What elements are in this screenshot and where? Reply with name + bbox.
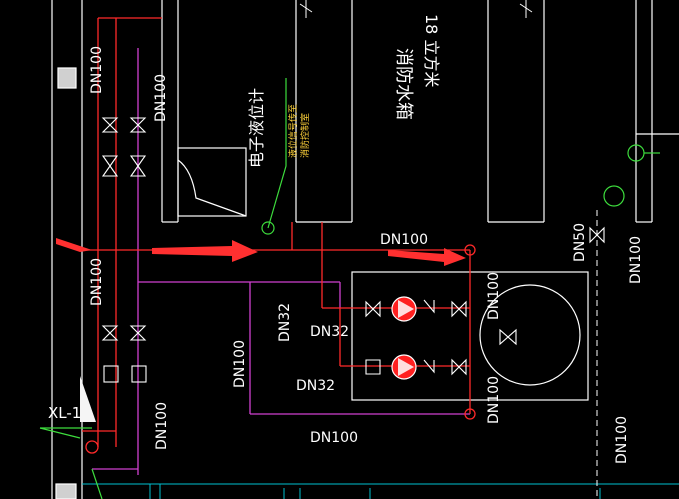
- gate-valve-icon: [451, 358, 467, 376]
- floor-grid: [82, 483, 679, 499]
- check-valve-icon: [101, 155, 119, 177]
- valves: [101, 117, 605, 383]
- pipe-label: DN100: [628, 236, 644, 284]
- building-structure: [51, 0, 679, 499]
- pipe-label: DN100: [486, 272, 502, 320]
- column-marker-top: [57, 67, 77, 89]
- pipe-label: DN100: [614, 416, 630, 464]
- gate-valve-icon: [129, 117, 147, 133]
- pipe-label: DN100: [310, 430, 358, 446]
- labels: 消防水箱 18 立方米 电子液位计 液位信号传至 消防控制室 DN100 DN1…: [48, 14, 644, 464]
- pipe-label: DN100: [89, 46, 105, 94]
- level-gauge-note-1: 液位信号传至: [287, 104, 299, 158]
- drain-pipes: [92, 48, 470, 475]
- pipe-label: DN32: [296, 378, 335, 394]
- float-sensor-icon: [603, 185, 625, 207]
- gate-valve-icon: [129, 325, 147, 341]
- pumps: [391, 296, 417, 380]
- pipe-label: DN100: [153, 74, 169, 122]
- check-valve-icon: [423, 299, 435, 314]
- tank-volume: 18 立方米: [422, 14, 441, 87]
- flow-meter-icon: [103, 365, 119, 383]
- check-valve-icon: [423, 359, 435, 374]
- column-marker-bottom: [55, 483, 77, 499]
- supply-pipes: [82, 17, 476, 454]
- pipe-label: DN100: [154, 402, 170, 450]
- arrow-icon: [56, 238, 92, 252]
- pipe-label: DN50: [572, 223, 588, 262]
- level-sensor-icon: [261, 221, 275, 235]
- gate-valve-icon: [365, 359, 381, 375]
- riser-tag: XL-1: [48, 404, 81, 422]
- level-gauge-note-2: 消防控制室: [299, 113, 311, 158]
- arrow-icon: [388, 248, 466, 266]
- flow-meter-icon: [131, 365, 147, 383]
- gate-valve-icon: [499, 328, 517, 346]
- check-valve-icon: [129, 155, 147, 177]
- pipe-label: DN32: [310, 324, 349, 340]
- pipe-label: DN32: [277, 303, 293, 342]
- pipe-label: DN100: [380, 232, 428, 248]
- pipe-label: DN100: [232, 340, 248, 388]
- gate-valve-icon: [101, 117, 119, 133]
- riser-tag-flag: [80, 376, 96, 422]
- gate-valve-icon: [589, 226, 605, 244]
- gate-valve-icon: [365, 300, 381, 318]
- tank-name: 消防水箱: [393, 48, 414, 120]
- gate-valve-icon: [101, 325, 119, 341]
- pipe-label: DN100: [89, 258, 105, 306]
- arrow-icon: [152, 240, 258, 262]
- pipe-label: DN100: [486, 376, 502, 424]
- signal-wires: [39, 78, 660, 499]
- flow-arrows: [56, 238, 466, 266]
- gate-valve-icon: [451, 300, 467, 318]
- level-gauge-name: 电子液位计: [247, 88, 266, 168]
